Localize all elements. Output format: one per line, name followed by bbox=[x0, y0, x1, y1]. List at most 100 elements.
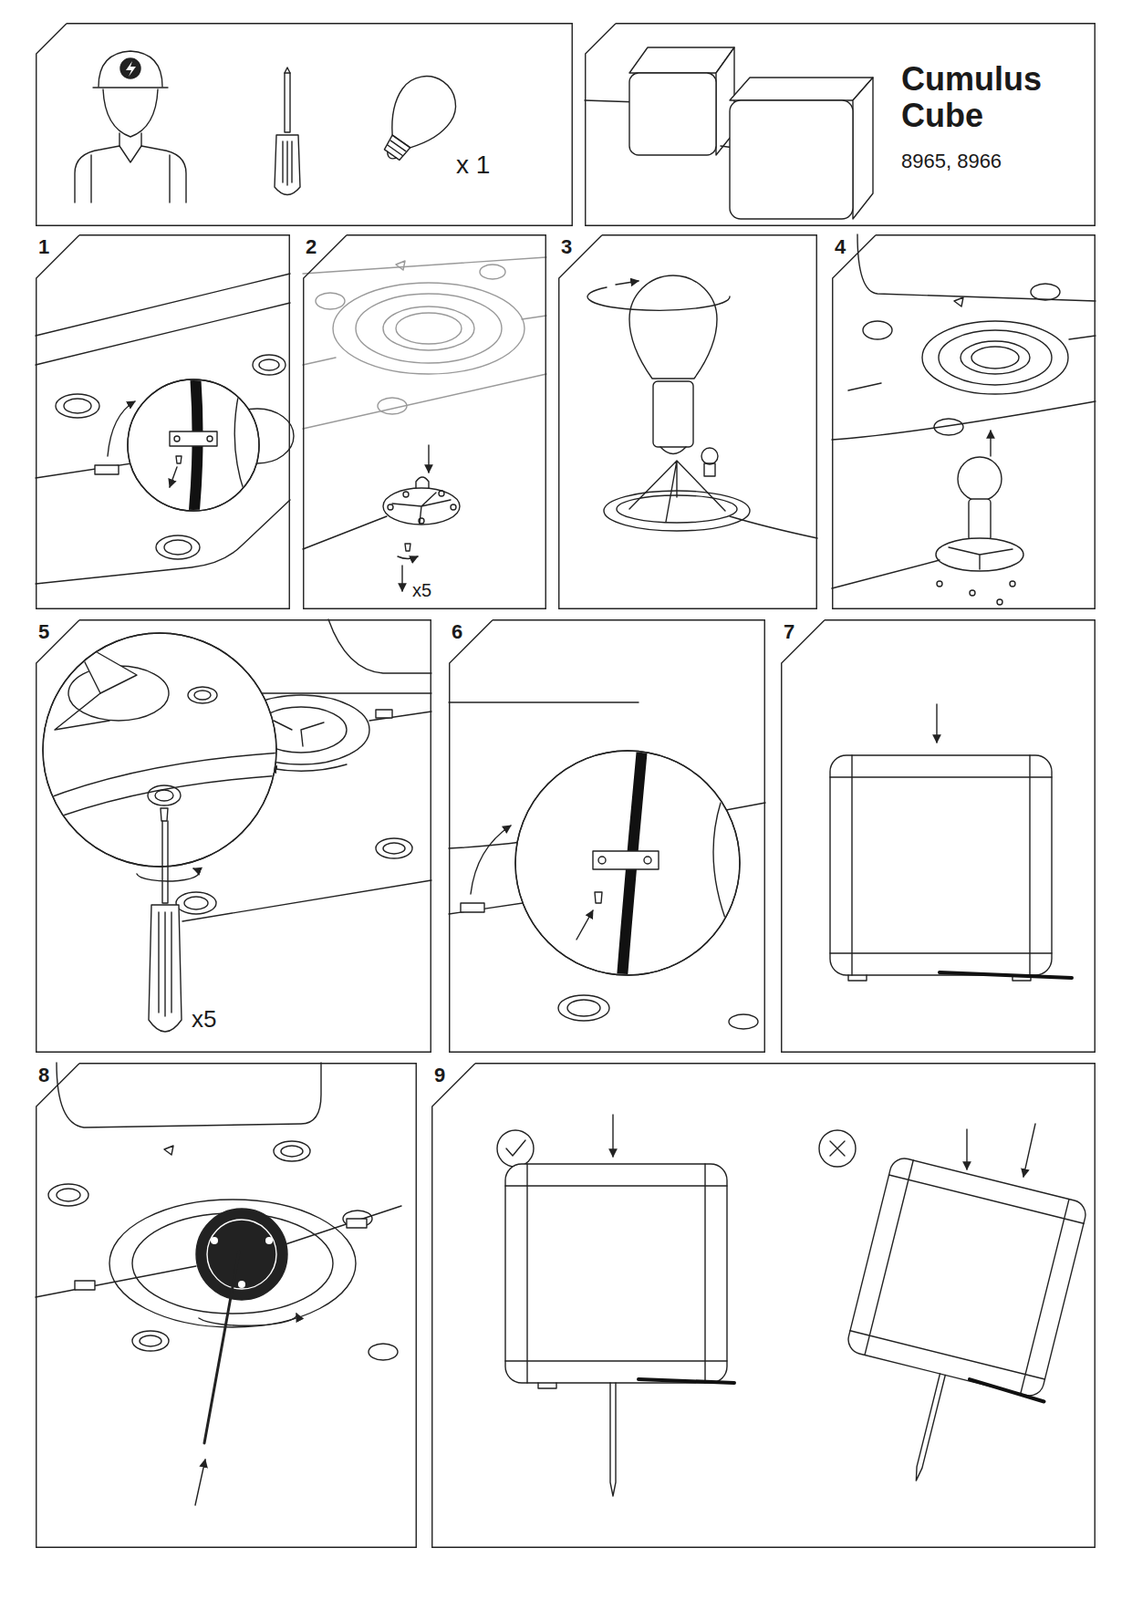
line-art bbox=[207, 436, 213, 442]
line-art bbox=[284, 72, 291, 133]
line-art bbox=[989, 430, 991, 457]
line-art bbox=[269, 764, 347, 771]
line-art bbox=[819, 1155, 1094, 1506]
line-art bbox=[438, 490, 445, 497]
line-art bbox=[387, 140, 406, 156]
text-slot: x5 bbox=[412, 580, 432, 601]
line-art bbox=[207, 1219, 277, 1289]
line-art bbox=[164, 1145, 174, 1155]
line-art bbox=[342, 1210, 373, 1227]
line-art bbox=[830, 755, 1052, 976]
line-art bbox=[377, 64, 468, 158]
line-art bbox=[94, 465, 119, 475]
text-slot: 1 bbox=[38, 236, 50, 260]
line-art bbox=[960, 341, 1030, 374]
line-art bbox=[109, 1199, 356, 1328]
panel-outline bbox=[35, 1062, 417, 1548]
line-art bbox=[594, 892, 603, 904]
step-8-illustration bbox=[35, 1062, 402, 1506]
text-slot: 3 bbox=[560, 236, 572, 260]
line-art bbox=[196, 1208, 288, 1300]
electrician-icon bbox=[74, 51, 187, 203]
line-art bbox=[54, 693, 110, 730]
line-art bbox=[971, 346, 1019, 369]
line-art bbox=[302, 315, 547, 365]
line-art bbox=[204, 1251, 239, 1444]
line-art bbox=[629, 460, 726, 522]
line-art bbox=[120, 58, 141, 79]
line-art bbox=[282, 141, 292, 186]
line-art bbox=[35, 499, 291, 584]
text-slot: 4 bbox=[834, 236, 846, 260]
step-number: 7 bbox=[783, 621, 795, 644]
panel-border bbox=[36, 23, 573, 227]
step-4-illustration bbox=[831, 234, 1096, 605]
panel-outline bbox=[584, 22, 1096, 227]
step-panel: 1 bbox=[35, 234, 291, 610]
line-art bbox=[392, 492, 451, 524]
text-slot: 8965, 8966 bbox=[901, 150, 1002, 174]
panel-border bbox=[449, 620, 766, 1053]
line-art bbox=[505, 1163, 727, 1383]
step-3-illustration bbox=[587, 275, 818, 539]
line-art bbox=[160, 808, 168, 821]
line-art bbox=[848, 335, 1096, 391]
line-art bbox=[162, 820, 168, 904]
line-art bbox=[968, 498, 991, 541]
line-art bbox=[383, 306, 475, 351]
line-art bbox=[158, 912, 172, 1017]
step-panel: 4 bbox=[831, 234, 1096, 610]
text-slot: 9 bbox=[434, 1064, 446, 1088]
line-art bbox=[729, 516, 818, 539]
tools-panel: x 1 bbox=[35, 22, 573, 227]
line-art bbox=[729, 77, 873, 101]
line-art bbox=[587, 287, 730, 311]
line-art bbox=[1023, 1123, 1036, 1177]
line-art bbox=[996, 599, 1003, 605]
line-art bbox=[830, 755, 1052, 976]
step-2-illustration bbox=[302, 257, 547, 592]
line-art bbox=[515, 750, 740, 976]
line-art bbox=[284, 67, 291, 73]
line-art bbox=[238, 1280, 246, 1288]
line-art bbox=[127, 379, 260, 511]
line-art bbox=[164, 540, 192, 555]
line-art bbox=[375, 709, 393, 718]
step-number: 3 bbox=[560, 236, 572, 260]
line-art bbox=[147, 785, 181, 806]
line-art bbox=[395, 260, 406, 271]
line-art bbox=[282, 1205, 402, 1246]
text-slot: 8 bbox=[38, 1064, 50, 1088]
line-art bbox=[375, 838, 413, 859]
line-art bbox=[629, 275, 717, 379]
step-number: 9 bbox=[434, 1064, 446, 1088]
product-panel: Cumulus Cube 8965, 8966 bbox=[584, 22, 1096, 227]
step-number: 6 bbox=[451, 621, 463, 644]
line-art bbox=[405, 543, 411, 551]
line-art bbox=[332, 282, 525, 374]
step-number: 5 bbox=[38, 621, 50, 644]
panel-border bbox=[781, 620, 1096, 1053]
line-art bbox=[74, 145, 187, 203]
line-art bbox=[728, 1014, 759, 1029]
line-art bbox=[592, 851, 659, 870]
line-art bbox=[954, 297, 964, 307]
panel-outline bbox=[431, 1062, 1096, 1548]
line-art bbox=[328, 619, 432, 674]
line-art bbox=[195, 1459, 206, 1506]
step-panel: 3 bbox=[558, 234, 818, 610]
line-art bbox=[176, 892, 217, 914]
line-art bbox=[831, 560, 940, 589]
step-number: 2 bbox=[305, 236, 317, 260]
step-5-illustration bbox=[36, 619, 432, 1032]
product-title: Cumulus Cube bbox=[901, 61, 1075, 136]
line-art bbox=[922, 321, 1069, 395]
line-art bbox=[629, 72, 717, 156]
line-art bbox=[935, 704, 937, 743]
line-art bbox=[155, 789, 174, 801]
line-art bbox=[936, 581, 943, 587]
product-cubes bbox=[584, 47, 873, 219]
line-art bbox=[638, 1379, 735, 1383]
line-art bbox=[713, 802, 730, 931]
line-art bbox=[35, 1266, 197, 1298]
